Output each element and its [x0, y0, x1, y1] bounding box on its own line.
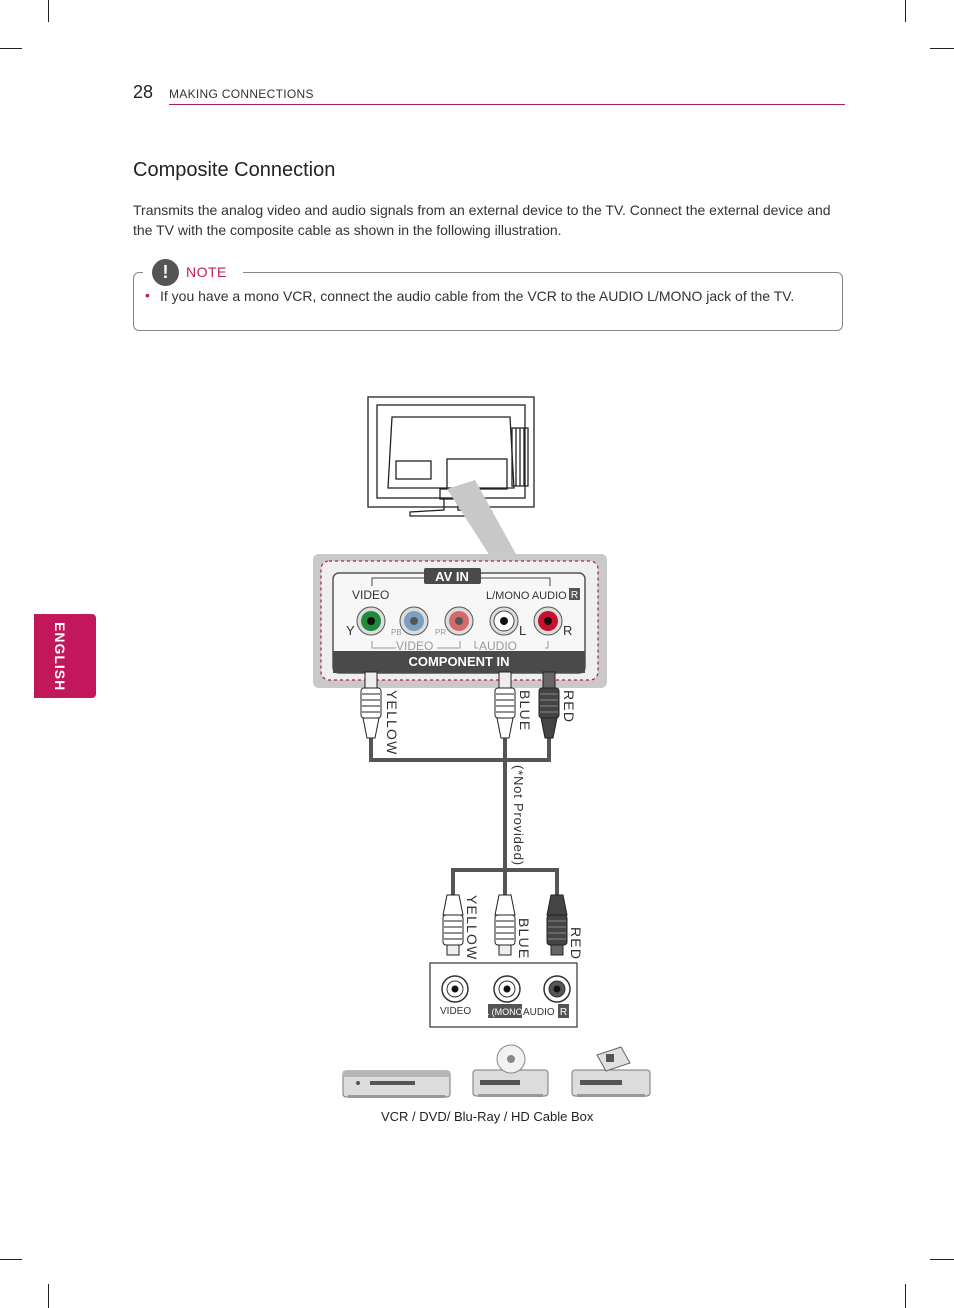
note-text: If you have a mono VCR, connect the audi…: [160, 288, 795, 304]
cable-box-icon: [571, 1046, 651, 1097]
av-jack-panel: AV IN VIDEO L/MONO AUDIO R: [313, 554, 607, 688]
crop-mark: [0, 1259, 22, 1260]
page-number: 28: [133, 82, 154, 102]
tv-red-label: RED: [561, 690, 577, 723]
device-blue-label: BLUE: [516, 918, 532, 959]
pb-blue-jack-icon: [399, 606, 429, 636]
panel-lmono-audio-label: L/MONO AUDIO: [486, 590, 567, 602]
language-tab-label: ENGLISH: [52, 622, 68, 692]
device-output-panel: VIDEO L (MONO) AUDIO R: [429, 962, 578, 1028]
intro-paragraph: Transmits the analog video and audio sig…: [133, 202, 831, 238]
tv-blue-label: BLUE: [517, 690, 533, 731]
device-plug-yellow-icon: [442, 894, 464, 956]
tv-plug-red-icon: [538, 671, 560, 739]
device-plug-red-icon: [546, 894, 568, 956]
panel-video-bottom-label: VIDEO: [396, 639, 433, 653]
device-caption: VCR / DVD/ Blu-Ray / HD Cable Box: [381, 1109, 594, 1124]
y-green-jack-icon: [356, 606, 386, 636]
page-title: Composite Connection: [133, 159, 336, 181]
device-yellow-label: YELLOW: [464, 895, 480, 961]
panel-y-label: Y: [346, 623, 355, 638]
device-audio-label: AUDIO: [523, 1007, 555, 1018]
vcr-icon: [342, 1070, 451, 1098]
av-in-label: AV IN: [435, 569, 469, 584]
language-tab: ENGLISH: [34, 614, 96, 698]
tv-back-illustration: [367, 396, 535, 517]
crop-mark: [905, 1284, 906, 1308]
panel-r-badge: R: [571, 590, 578, 601]
zoom-wedge: [447, 480, 517, 556]
note-box: [133, 272, 843, 331]
tv-plug-yellow-icon: [360, 671, 382, 739]
panel-pr-label: PR: [435, 628, 446, 637]
panel-pb-label: PB: [391, 628, 402, 637]
note-bullet: •: [145, 287, 150, 303]
panel-video-label: VIDEO: [352, 588, 389, 602]
panel-audio-bottom-label: AUDIO: [479, 639, 517, 653]
pr-red-jack-icon: [444, 606, 474, 636]
crop-mark: [48, 0, 49, 22]
crop-mark: [48, 1284, 49, 1308]
not-provided-label: (*Not Provided): [511, 765, 526, 866]
tv-yellow-label: YELLOW: [384, 690, 400, 756]
device-red-label: RED: [568, 927, 584, 960]
device-lmono-label: L (MONO): [484, 1007, 525, 1017]
audio-r-red-jack-icon: [533, 606, 563, 636]
component-in-label: COMPONENT IN: [408, 654, 509, 669]
audio-l-white-jack-icon: [489, 606, 519, 636]
crop-mark: [930, 48, 954, 49]
tv-plug-blue-icon: [494, 671, 516, 739]
exclamation-icon: !: [152, 259, 179, 286]
crop-mark: [0, 48, 22, 49]
crop-mark: [905, 0, 906, 22]
cable-lines: [369, 738, 559, 895]
device-video-label: VIDEO: [440, 1006, 471, 1017]
header-rule: [169, 104, 845, 105]
note-label: NOTE: [186, 264, 227, 280]
panel-l-label: L: [519, 623, 526, 638]
device-r-label: R: [560, 1007, 567, 1018]
device-plug-blue-icon: [494, 894, 516, 956]
crop-mark: [930, 1259, 954, 1260]
panel-r-label: R: [563, 623, 572, 638]
dvd-player-icon: [472, 1044, 549, 1097]
section-title: MAKING CONNECTIONS: [169, 87, 314, 101]
